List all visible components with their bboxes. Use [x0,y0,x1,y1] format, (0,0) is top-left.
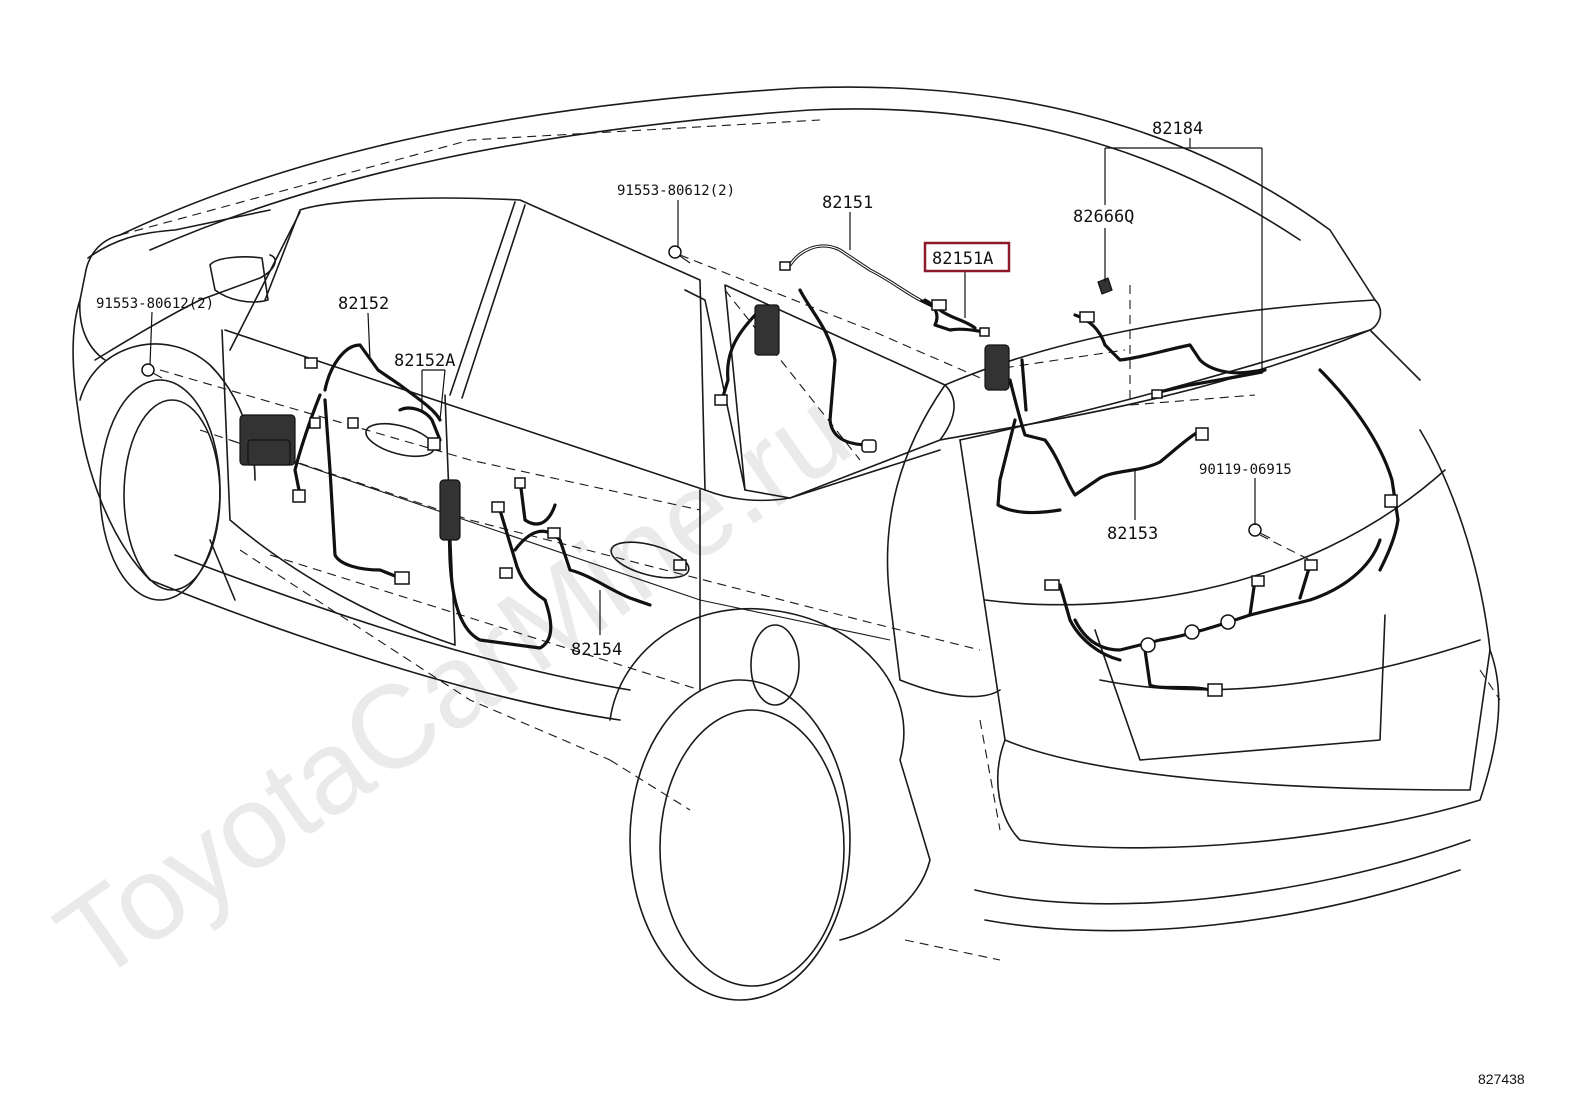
bolt-91553-left[interactable] [141,363,163,379]
rear-door-module [439,479,461,541]
callout-82153: 82153 [1107,524,1158,544]
rear-wheel [629,679,851,1001]
harness-82184[interactable] [1044,311,1400,697]
highlight-box [923,241,1011,273]
connector-block [754,304,780,356]
tailgate-connector [984,344,1010,391]
harness-82151A[interactable] [923,298,990,337]
leader-lines [149,138,1263,635]
callout-91553-left: 91553-80612(2) [96,296,214,312]
guide-lines [119,119,1501,961]
callout-82152: 82152 [338,294,389,314]
car-body [72,86,1500,941]
bolt-90119[interactable] [1248,523,1271,539]
harness-82151[interactable] [714,244,977,453]
callout-82666Q: 82666Q [1073,207,1134,227]
callout-82151: 82151 [822,193,873,213]
front-wheel [99,379,221,601]
harness-82152A[interactable] [398,406,442,451]
callout-82152A: 82152A [394,351,455,371]
harness-82152[interactable] [239,343,442,585]
callout-82184: 82184 [1152,119,1203,139]
harness-82154[interactable] [439,477,687,650]
callout-90119: 90119-06915 [1199,462,1292,478]
watermark: ToyotaCarMine.ru [34,364,873,1006]
bolt-91553-top[interactable] [668,245,691,264]
harness-82153[interactable] [984,344,1209,515]
callout-82151A[interactable]: 82151A [932,249,993,269]
callout-91553-top: 91553-80612(2) [617,183,735,199]
callout-82154: 82154 [571,640,622,660]
figure-number: 827438 [1478,1071,1525,1087]
